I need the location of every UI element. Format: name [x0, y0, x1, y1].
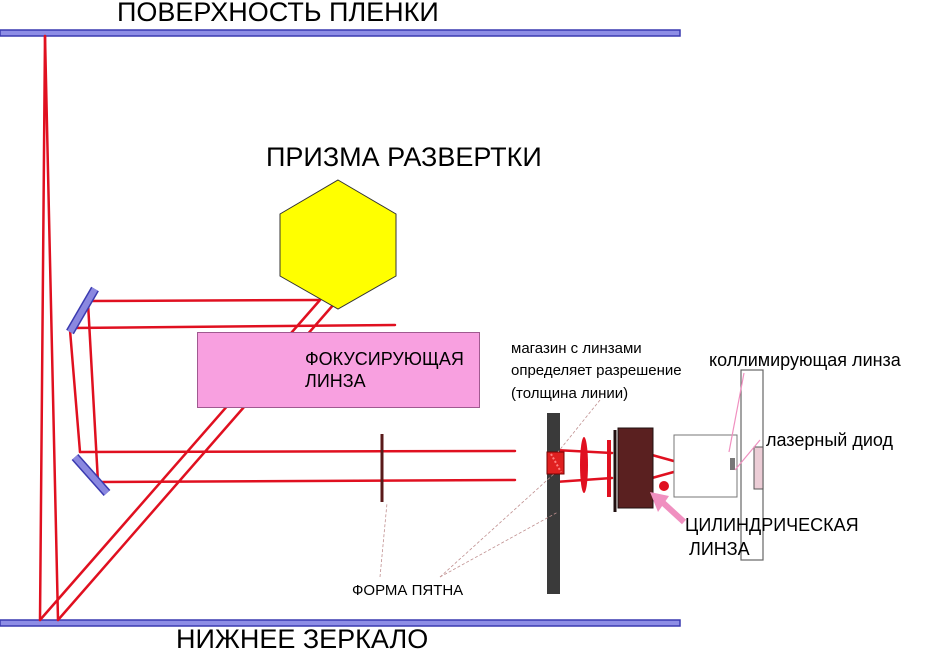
- lens-magazine: [547, 413, 560, 594]
- focusing-lens-label-line2: ЛИНЗА: [305, 371, 366, 391]
- cylindrical-lens-label-line1: ЦИЛИНДРИЧЕСКАЯ: [685, 515, 859, 535]
- magazine-lens-window: [546, 451, 565, 475]
- laser-diode-chip: [730, 458, 735, 470]
- cylindrical-lens-label-line2: ЛИНЗА: [689, 539, 750, 559]
- bottom-mirror-label: НИЖНЕЕ ЗЕРКАЛО: [176, 624, 429, 654]
- focusing-lens: [197, 332, 480, 408]
- lens-magazine-label-line3: (толщина линии): [511, 385, 629, 402]
- laser-diode-label: лазерный диод: [766, 430, 893, 450]
- red-lens-1: [580, 437, 588, 493]
- cylindrical-lens-body: [617, 427, 654, 509]
- collimator-housing: [673, 434, 738, 498]
- scan-prism: [279, 179, 397, 310]
- lens-magazine-label-line2: определяет разрешение: [511, 362, 682, 379]
- film-surface-label: ПОВЕРХНОСТЬ ПЛЕНКИ: [117, 0, 439, 27]
- focusing-lens-label-line1: ФОКУСИРУЮЩАЯ: [305, 349, 464, 369]
- laser-beams: [38, 34, 737, 622]
- pointer-arrows: [379, 372, 761, 578]
- collimating-lens-label: коллимирующая линза: [709, 350, 901, 370]
- scan-prism-label: ПРИЗМА РАЗВЕРТКИ: [266, 142, 542, 172]
- laser-diode: [753, 446, 764, 490]
- upper-fold-mirror-face: [67, 287, 98, 334]
- magazine-lens-dots: [550, 453, 562, 473]
- lower-fold-mirror-face: [72, 455, 110, 495]
- red-dot: [659, 481, 669, 491]
- bottom-mirror-line: [0, 619, 681, 627]
- lens-magazine-label-line1: магазин с линзами: [511, 340, 642, 357]
- film-surface-line: [0, 29, 681, 37]
- spot-shape-label: ФОРМА ПЯТНА: [352, 582, 464, 599]
